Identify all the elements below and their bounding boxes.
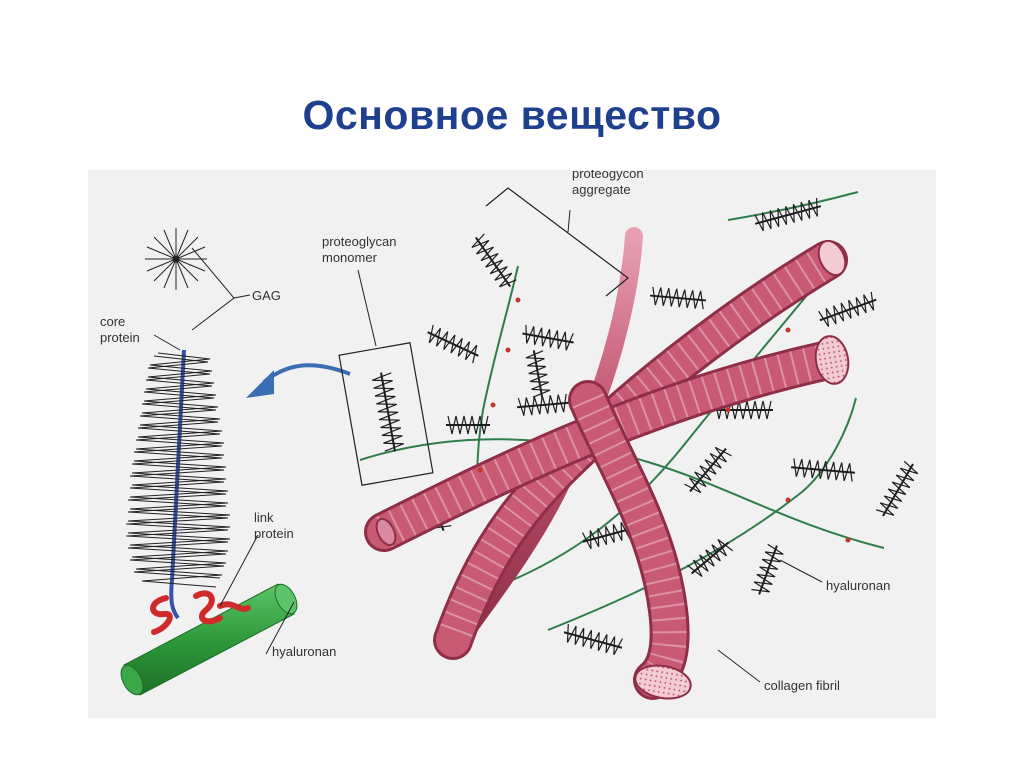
- collagen-fibril-bend: [571, 383, 687, 697]
- label-hyaluronan-left: hyaluronan: [272, 644, 336, 659]
- label-gag: GAG: [252, 288, 281, 303]
- collagen-cut-end-right: [814, 335, 850, 385]
- monomer-highlight-box: [338, 342, 434, 486]
- aggregate-network: [338, 187, 919, 700]
- diagram-canvas: proteogycon aggregate proteoglycan monom…: [88, 170, 936, 718]
- gag-starburst: [145, 228, 207, 290]
- gag-chains: [125, 352, 231, 588]
- label-link-protein-line2: protein: [254, 526, 294, 541]
- collagen-fibrils: [364, 227, 850, 700]
- collagen-cut-end-bottom: [634, 664, 692, 700]
- label-core-protein-line1: core: [100, 314, 125, 329]
- right-pointer-lines: [357, 209, 823, 683]
- label-aggregate-line2: aggregate: [572, 182, 631, 197]
- label-monomer-line2: monomer: [322, 250, 378, 265]
- label-link-protein-line1: link: [254, 510, 274, 525]
- aggregate-bracket: [485, 187, 629, 297]
- label-collagen-fibril: collagen fibril: [764, 678, 840, 693]
- label-monomer-line1: proteoglycan: [322, 234, 396, 249]
- zoom-arrow-head: [246, 370, 274, 398]
- label-aggregate-line1: proteogycon: [572, 170, 644, 181]
- label-core-protein-line2: protein: [100, 330, 140, 345]
- boxed-monomer-brush: [372, 372, 404, 452]
- left-pointer-lines: [153, 247, 295, 655]
- link-protein-shapes: [150, 590, 251, 635]
- link-dots: [477, 297, 851, 543]
- monomer-detail: [120, 228, 351, 696]
- slide-title: Основное вещество: [302, 92, 722, 138]
- ground-substance-diagram: proteogycon aggregate proteoglycan monom…: [88, 170, 936, 718]
- hyaluronan-cylinder: [120, 583, 298, 696]
- label-hyaluronan-right: hyaluronan: [826, 578, 890, 593]
- diagram-labels: proteogycon aggregate proteoglycan monom…: [100, 170, 890, 693]
